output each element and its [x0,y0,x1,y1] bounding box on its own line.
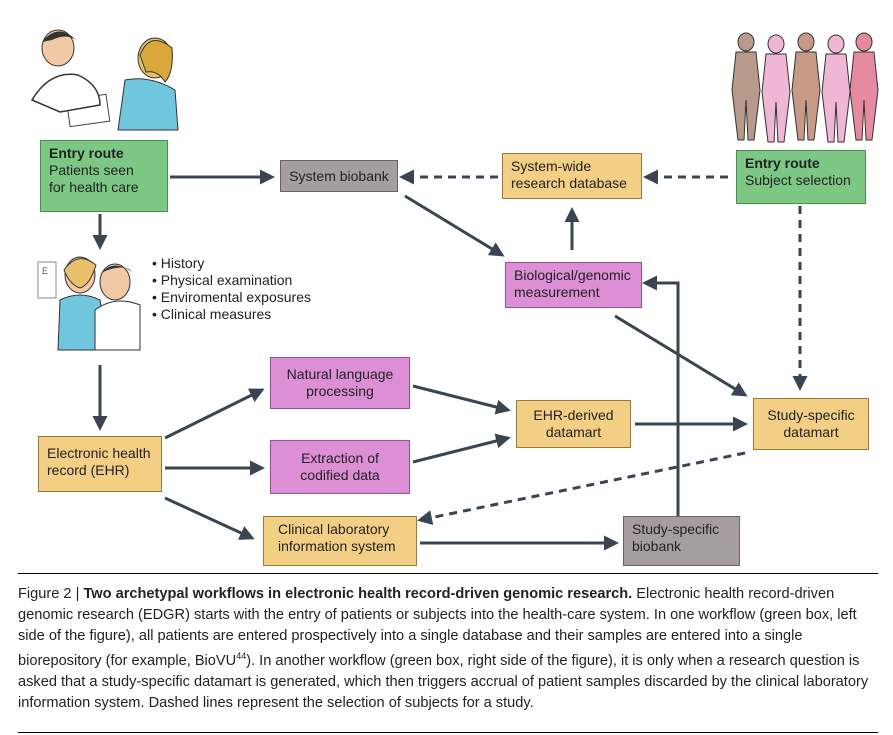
system-biobank-label: System biobank [289,167,389,184]
caption-body-2: ). In another workflow (green box, right… [18,653,869,711]
ehr-datamart-line2: datamart [545,424,602,440]
study-specific-datamart-box: Study-specific datamart [753,398,869,450]
entry-route-right-line1: Subject selection [745,172,851,188]
system-wide-line1: System-wide [511,158,592,174]
nlp-line2: processing [306,383,374,399]
natural-language-processing-box: Natural language processing [270,357,410,409]
svg-text:E: E [42,266,48,276]
doctor-patient-illustration [30,29,179,131]
bio-line2: measurement [514,284,600,300]
extraction-codified-data-box: Extraction of codified data [270,440,410,494]
ehr-line1: Electronic health [47,445,151,461]
caption-superscript: 44 [236,651,247,662]
study-biobank-line2: biobank [632,538,682,554]
caption-label: Figure 2 | [18,586,84,602]
biological-genomic-measurement-box: Biological/genomic measurement [505,262,642,308]
ehr-derived-datamart-box: EHR-derived datamart [516,400,631,448]
system-biobank-box: System biobank [280,160,398,192]
study-datamart-line1: Study-specific [767,407,855,423]
system-wide-line2: research database [511,175,627,191]
clinical-lab-line1: Clinical laboratory [278,521,390,537]
caption-title: Two archetypal workflows in electronic h… [83,586,633,602]
clinical-laboratory-system-box: Clinical laboratory information system [263,516,417,566]
extraction-line2: codified data [300,467,380,483]
bullet-item: Enviromental exposures [152,289,311,306]
bullet-item: History [152,255,311,272]
study-specific-biobank-box: Study-specific biobank [623,516,740,566]
system-wide-database-box: System-wide research database [502,153,642,199]
diagram-canvas: E [30,29,879,551]
caption-body: Electronic health record-driven genomic … [18,586,857,670]
entry-route-right-title: Entry route [745,155,820,171]
dashed-arrows [399,169,808,525]
caption-top-rule [18,573,878,574]
clinical-lab-line2: information system [278,538,396,554]
entry-route-left-title: Entry route [49,145,124,161]
figure-caption: Figure 2 | Two archetypal workflows in e… [18,584,878,714]
crowd-illustration [731,32,879,143]
ehr-datamart-line1: EHR-derived [533,407,614,423]
caption-bottom-rule [18,732,878,733]
solid-arrows [92,169,748,551]
examination-bullet-list: History Physical examination Enviromenta… [152,255,311,323]
workflow-diagram: E [0,0,893,560]
entry-route-patients-box: Entry route Patients seen for health car… [40,140,168,212]
entry-route-left-line1: Patients seen [49,162,134,178]
electronic-health-record-box: Electronic health record (EHR) [38,436,162,492]
extraction-line1: Extraction of [301,450,379,466]
study-biobank-line1: Study-specific [632,521,720,537]
bullet-item: Clinical measures [152,306,311,323]
study-datamart-line2: datamart [783,424,839,440]
ehr-line2: record (EHR) [47,462,130,478]
examination-illustration: E [37,256,141,351]
bio-line1: Biological/genomic [514,267,631,283]
nlp-line1: Natural language [286,366,394,382]
entry-route-left-line2: for health care [49,179,139,195]
bullet-item: Physical examination [152,272,311,289]
entry-route-subjects-box: Entry route Subject selection [736,150,866,204]
